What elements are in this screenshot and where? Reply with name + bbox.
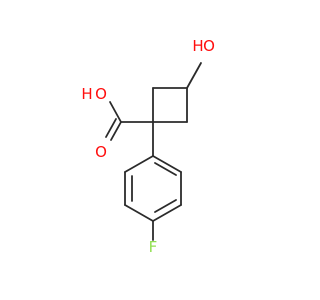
phenyl-bond-4 (124, 204, 154, 222)
molecule-canvas: H O H O O F (81, 37, 215, 256)
structure-diagram: H O H O O F (81, 37, 215, 256)
phenyl-bond-3 (152, 204, 182, 222)
carbonyl-bond-2 (105, 118, 117, 138)
carboxyl-oh-bond (109, 101, 122, 123)
phenyl-double-bond-2 (154, 199, 177, 213)
c3-oh-bond (186, 62, 202, 89)
carbonyl-bond-1 (110, 121, 122, 141)
hydroxyl-hydrogen-label: H (192, 37, 203, 55)
phenyl-double-bond-1 (154, 162, 177, 176)
carboxyl-hydroxyl-oxygen-label: O (95, 85, 107, 103)
fluorine-label: F (149, 238, 158, 256)
phenyl-bond-1 (152, 155, 182, 173)
hydroxyl-oxygen-label: O (203, 37, 215, 55)
carbonyl-oxygen-label: O (95, 143, 107, 161)
carboxyl-hydrogen-label: H (81, 85, 92, 103)
phenyl-bond-6 (124, 155, 154, 173)
